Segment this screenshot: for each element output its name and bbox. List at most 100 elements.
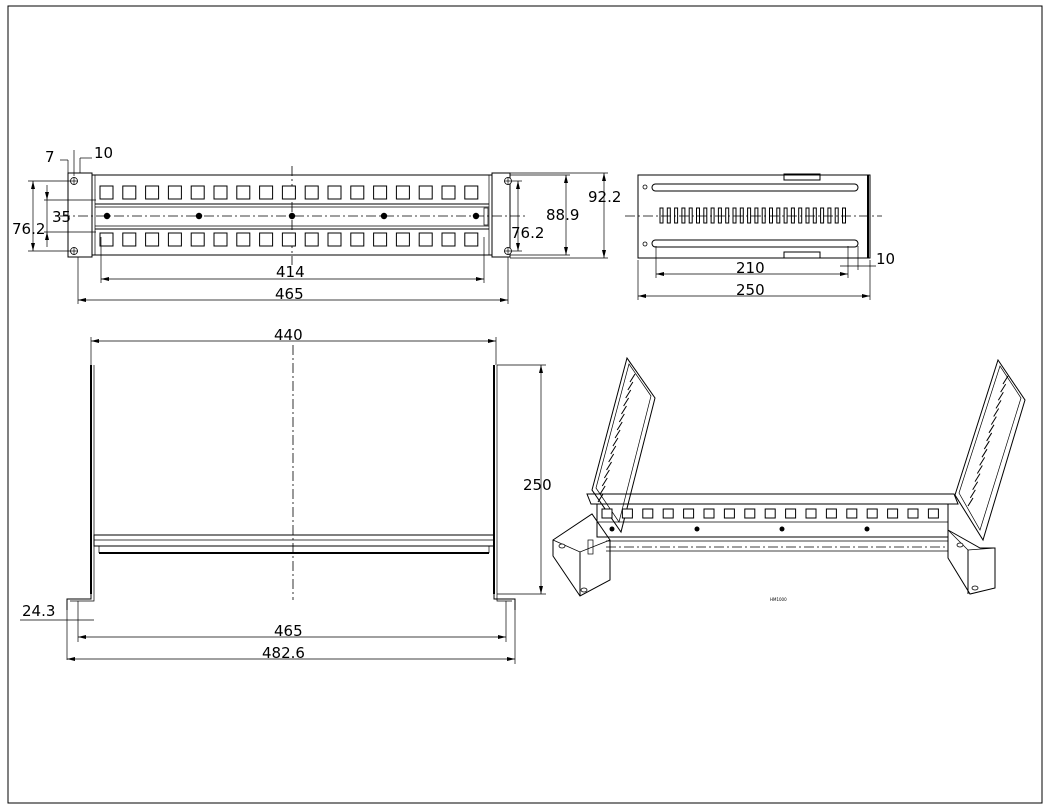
iso-right-slot — [981, 448, 988, 458]
front-slot — [441, 232, 456, 247]
side-slot — [725, 207, 730, 224]
iso-left-slot — [629, 373, 636, 383]
front-slot — [145, 185, 160, 200]
iso-rail-dot — [779, 526, 785, 532]
front-slot — [304, 232, 319, 247]
side-slot — [783, 207, 788, 224]
side-slot — [666, 207, 671, 224]
iso-rail-dot — [864, 526, 870, 532]
dim-24-3: 24.3 — [22, 602, 55, 620]
side-slot — [798, 207, 803, 224]
iso-right-slot — [993, 408, 1000, 417]
iso-left-slot — [621, 405, 627, 415]
side-slot — [688, 207, 693, 224]
dim-250-side: 250 — [736, 281, 765, 299]
front-slot — [464, 185, 479, 200]
iso-front-slot — [744, 508, 756, 519]
side-slot — [769, 207, 773, 224]
front-slot — [464, 232, 479, 247]
front-slot — [213, 232, 228, 247]
front-slot — [350, 232, 365, 247]
front-rail-dot — [195, 212, 203, 220]
iso-front-slot — [662, 508, 674, 519]
iso-front-slot — [805, 508, 817, 519]
dim-414: 414 — [276, 263, 305, 281]
side-slot-row — [659, 207, 846, 224]
dim-210: 210 — [736, 259, 765, 277]
front-right-ear — [491, 172, 511, 258]
front-slot — [259, 185, 274, 200]
iso-right-slot — [986, 432, 993, 442]
front-slot — [190, 185, 205, 200]
side-slot — [827, 207, 832, 224]
iso-left-slot — [601, 477, 608, 487]
iso-right-ear — [947, 529, 996, 595]
side-slot — [659, 207, 664, 224]
front-slot — [145, 232, 160, 247]
side-slot — [674, 207, 679, 224]
front-rail-dot — [288, 212, 296, 220]
side-view: 210 10 250 — [625, 173, 895, 300]
iso-front-slot — [825, 508, 837, 519]
iso-right-slot — [988, 424, 995, 434]
iso-front-slot — [785, 508, 797, 519]
front-left-ear — [67, 172, 93, 258]
side-slot — [696, 207, 700, 224]
iso-left-slot — [599, 485, 606, 495]
side-slot — [834, 207, 839, 224]
iso-right-slot — [1000, 383, 1007, 393]
front-slot — [99, 232, 114, 247]
side-slot — [761, 207, 766, 224]
top-front-bar — [93, 534, 495, 547]
side-slot — [820, 207, 825, 224]
side-slot — [681, 207, 686, 224]
iso-left-slot — [618, 413, 625, 423]
iso-front-slot — [866, 508, 878, 519]
iso-left-slot — [603, 469, 610, 479]
front-slot-row-bottom — [99, 232, 479, 247]
side-long-slot-bottom — [651, 239, 859, 248]
iso-right-slot — [995, 400, 1002, 409]
front-rail-dot — [472, 212, 480, 220]
top-right-ear — [493, 594, 516, 610]
iso-rail-dot — [694, 526, 700, 532]
front-slot-row-top — [99, 185, 479, 200]
dim-88-9: 88.9 — [546, 206, 579, 224]
side-slot — [747, 207, 752, 224]
iso-left-slot — [610, 445, 617, 455]
iso-right-slot-column — [967, 375, 1009, 507]
iso-right-slot — [983, 440, 990, 450]
dim-440: 440 — [274, 326, 303, 344]
side-tab-top — [783, 173, 821, 181]
iso-right-slot — [972, 481, 979, 490]
side-slot — [776, 207, 781, 224]
front-slot — [122, 185, 137, 200]
iso-right-plate — [954, 358, 1026, 542]
side-panel-outline — [637, 174, 871, 259]
side-tab-bottom — [783, 251, 821, 259]
dim-465-front: 465 — [275, 285, 304, 303]
dim-482-6: 482.6 — [262, 644, 305, 662]
front-slot — [418, 232, 433, 247]
iso-right-slot — [1002, 375, 1009, 385]
side-slot — [732, 207, 737, 224]
front-slot — [236, 185, 251, 200]
iso-front-slot — [887, 508, 899, 519]
iso-right-slot — [974, 473, 981, 482]
iso-front-slot-row — [601, 508, 939, 519]
iso-front-slot — [846, 508, 858, 519]
iso-right-slot — [979, 457, 986, 466]
side-slot — [805, 207, 810, 224]
iso-front-slot — [723, 508, 735, 519]
side-slot — [739, 207, 744, 224]
iso-left-slot — [627, 381, 634, 391]
front-slot — [373, 232, 388, 247]
dim-92-2: 92.2 — [588, 188, 621, 206]
iso-right-slot — [990, 416, 997, 425]
iso-model-label: HM1000 — [770, 597, 787, 602]
front-rail-dot — [380, 212, 388, 220]
iso-left-slot — [625, 389, 632, 399]
iso-front-slot — [764, 508, 776, 519]
iso-right-slot — [967, 497, 974, 507]
iso-right-slot — [997, 392, 1004, 401]
